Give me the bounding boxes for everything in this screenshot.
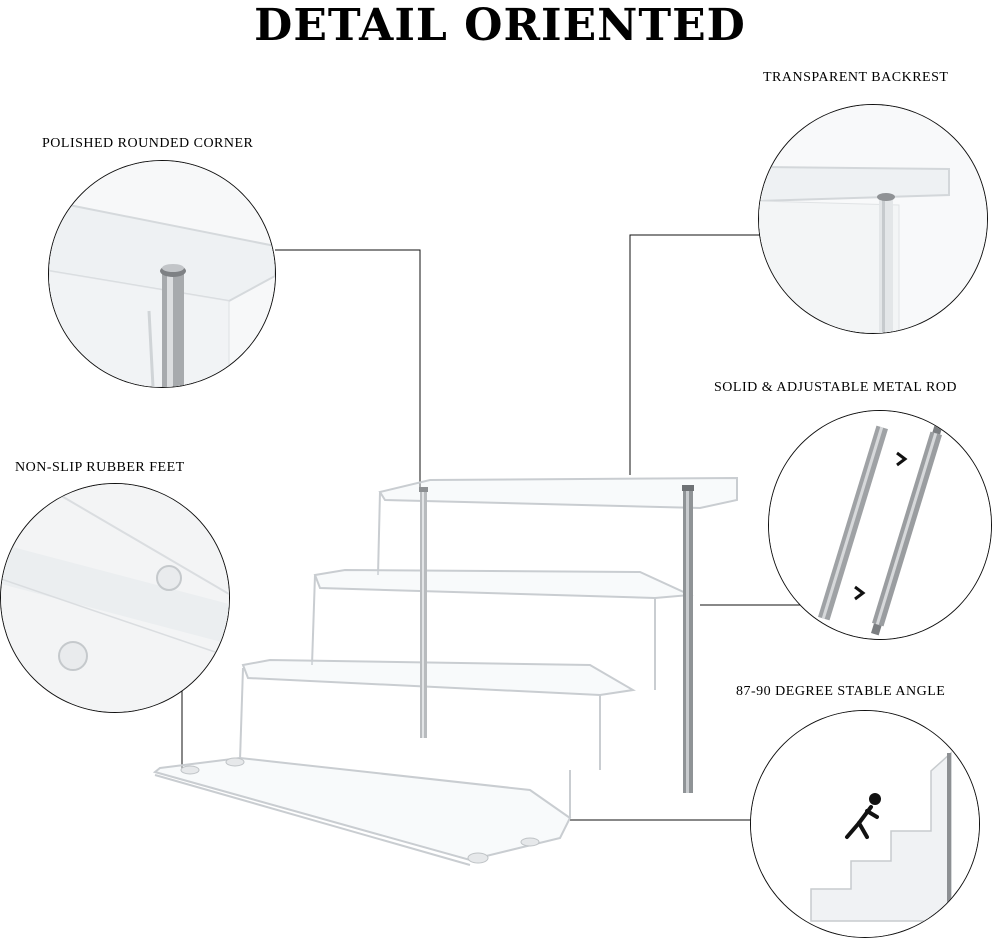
- rubber-feet-dots: [180, 757, 540, 864]
- leader-line-backrest: [629, 234, 760, 475]
- rods-closeup-image: [769, 411, 991, 639]
- label-polished-corner: POLISHED ROUNDED CORNER: [42, 136, 254, 151]
- detail-circle-angle: [750, 710, 980, 938]
- detail-circle-corner: [48, 160, 276, 388]
- arrow-icon: [896, 451, 908, 467]
- label-metal-rod: SOLID & ADJUSTABLE METAL ROD: [714, 380, 958, 395]
- label-stable-angle: 87-90 DEGREE STABLE ANGLE: [736, 684, 946, 699]
- label-transparent-backrest: TRANSPARENT BACKREST: [763, 70, 949, 85]
- corner-closeup-image: [49, 161, 275, 387]
- leader-line-corner: [275, 249, 421, 490]
- backrest-closeup-image: [759, 105, 987, 333]
- feet-closeup-image: [1, 484, 229, 712]
- metal-rods: [419, 485, 694, 793]
- angle-closeup-image: [751, 711, 979, 937]
- arrow-icon: [854, 585, 866, 601]
- label-rubber-feet: NON-SLIP RUBBER FEET: [15, 460, 185, 475]
- climbing-figure-icon: [845, 793, 881, 839]
- detail-circle-backrest: [758, 104, 988, 334]
- leader-lines: [181, 234, 812, 821]
- detail-circle-rods: [768, 410, 992, 640]
- acrylic-stairs: [152, 476, 738, 866]
- page-title: DETAIL ORIENTED: [254, 0, 746, 51]
- detail-circle-feet: [0, 483, 230, 713]
